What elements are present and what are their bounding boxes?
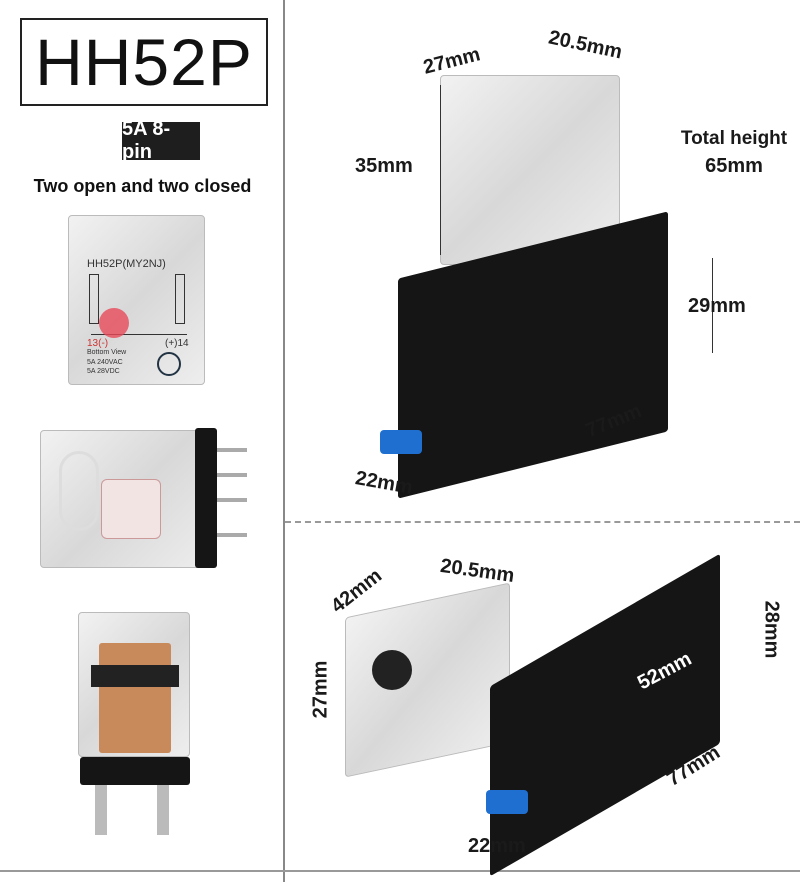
coil-left-label: 13(-) xyxy=(87,338,109,349)
rating-ac: 5A 240VAC xyxy=(87,359,123,366)
relay-side-image xyxy=(40,430,215,568)
view-label: Bottom View xyxy=(87,349,127,356)
spec-badge: 5A 8-pin xyxy=(122,118,200,163)
dim-relay-height: 35mm xyxy=(355,155,413,177)
dim-line xyxy=(712,258,713,353)
socket-bottom-image xyxy=(490,553,720,877)
screw-icon xyxy=(372,650,412,690)
relay-base-icon xyxy=(80,757,190,785)
ccc-mark-icon xyxy=(157,352,181,376)
rating-dc: 5A 28VDC xyxy=(87,368,120,375)
pins-icon xyxy=(217,448,247,452)
pins-icon xyxy=(95,785,107,835)
dim-socket-height: 29mm xyxy=(688,295,746,317)
dim-socket-width: 22mm xyxy=(468,835,526,857)
relay-front-image: HH52P(MY2NJ) 13(-) (+)14 Bottom View 5A … xyxy=(68,215,205,385)
dashed-divider xyxy=(285,521,800,523)
contact-right-icon xyxy=(175,274,185,324)
dim-socket-height: 28mm xyxy=(760,600,783,659)
total-height-label: Total height xyxy=(680,128,788,149)
dim-relay-height: 27mm xyxy=(309,660,332,719)
clip-icon xyxy=(380,430,422,454)
vertical-divider xyxy=(283,0,285,882)
red-indicator xyxy=(99,308,129,338)
relay-back-image xyxy=(78,612,190,757)
dim-relay-width: 20.5mm xyxy=(438,554,516,588)
coil-right-label: (+)14 xyxy=(165,338,189,349)
wire-icon xyxy=(59,451,99,531)
relay-model-label: HH52P(MY2NJ) xyxy=(87,258,166,270)
relay-base-icon xyxy=(195,428,217,568)
model-title: HH52P xyxy=(20,18,268,106)
copper-contacts-icon xyxy=(99,643,171,753)
bottom-divider xyxy=(0,870,800,872)
contacts-text: Two open and two closed xyxy=(33,176,252,196)
dim-width: 20.5mm xyxy=(546,26,625,64)
relay-bottom-image xyxy=(345,582,510,778)
coil-line xyxy=(91,334,187,335)
clip-icon xyxy=(486,790,528,814)
total-height-value: 65mm xyxy=(705,155,763,177)
contact-bar-icon xyxy=(91,665,179,687)
coil-icon xyxy=(101,479,161,539)
socket-top-image xyxy=(398,211,668,499)
contact-left-icon xyxy=(89,274,99,324)
dim-line xyxy=(440,85,441,255)
